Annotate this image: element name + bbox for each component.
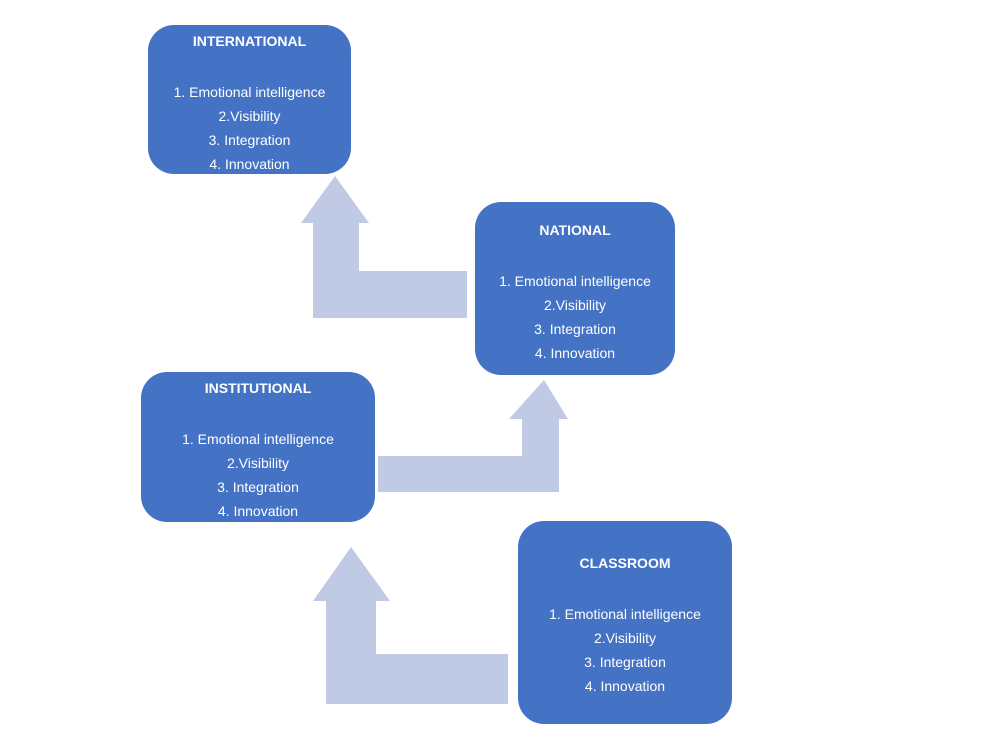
list-item: 2.Visibility [594, 630, 656, 646]
list-item: 2.Visibility [544, 297, 606, 313]
list-item: 3. Integration [534, 321, 616, 337]
institutional-box: INSTITUTIONAL 1. Emotional intelligence … [141, 372, 375, 522]
list-item: 2.Visibility [227, 455, 289, 471]
national-box: NATIONAL 1. Emotional intelligence 2.Vis… [475, 202, 675, 375]
list-item: 1. Emotional intelligence [499, 273, 651, 289]
international-title: INTERNATIONAL [192, 33, 307, 49]
classroom-list: 1. Emotional intelligence 2.Visibility 3… [518, 602, 732, 698]
list-item: 1. Emotional intelligence [182, 431, 334, 447]
list-item: 2.Visibility [218, 108, 281, 124]
arrow-national-to-international [301, 176, 467, 318]
national-title: NATIONAL [539, 222, 611, 238]
list-item: 4. Innovation [209, 156, 290, 172]
list-item: 4. Innovation [217, 503, 299, 519]
classroom-title: CLASSROOM [579, 555, 671, 571]
arrow-classroom-to-institutional [313, 547, 508, 704]
arrow-institutional-to-national [378, 380, 568, 492]
international-box: INTERNATIONAL 1. Emotional intelligence … [148, 25, 351, 174]
institutional-title: INSTITUTIONAL [204, 380, 312, 396]
classroom-box: CLASSROOM 1. Emotional intelligence 2.Vi… [518, 521, 732, 724]
list-item: 3. Integration [208, 132, 291, 148]
institutional-list: 1. Emotional intelligence 2.Visibility 3… [141, 427, 375, 523]
national-list: 1. Emotional intelligence 2.Visibility 3… [475, 269, 675, 365]
list-item: 4. Innovation [534, 345, 616, 361]
list-item: 1. Emotional intelligence [173, 84, 326, 100]
list-item: 1. Emotional intelligence [549, 606, 701, 622]
list-item: 3. Integration [584, 654, 666, 670]
list-item: 3. Integration [217, 479, 299, 495]
international-list: 1. Emotional intelligence 2.Visibility 3… [148, 80, 351, 176]
list-item: 4. Innovation [584, 678, 666, 694]
